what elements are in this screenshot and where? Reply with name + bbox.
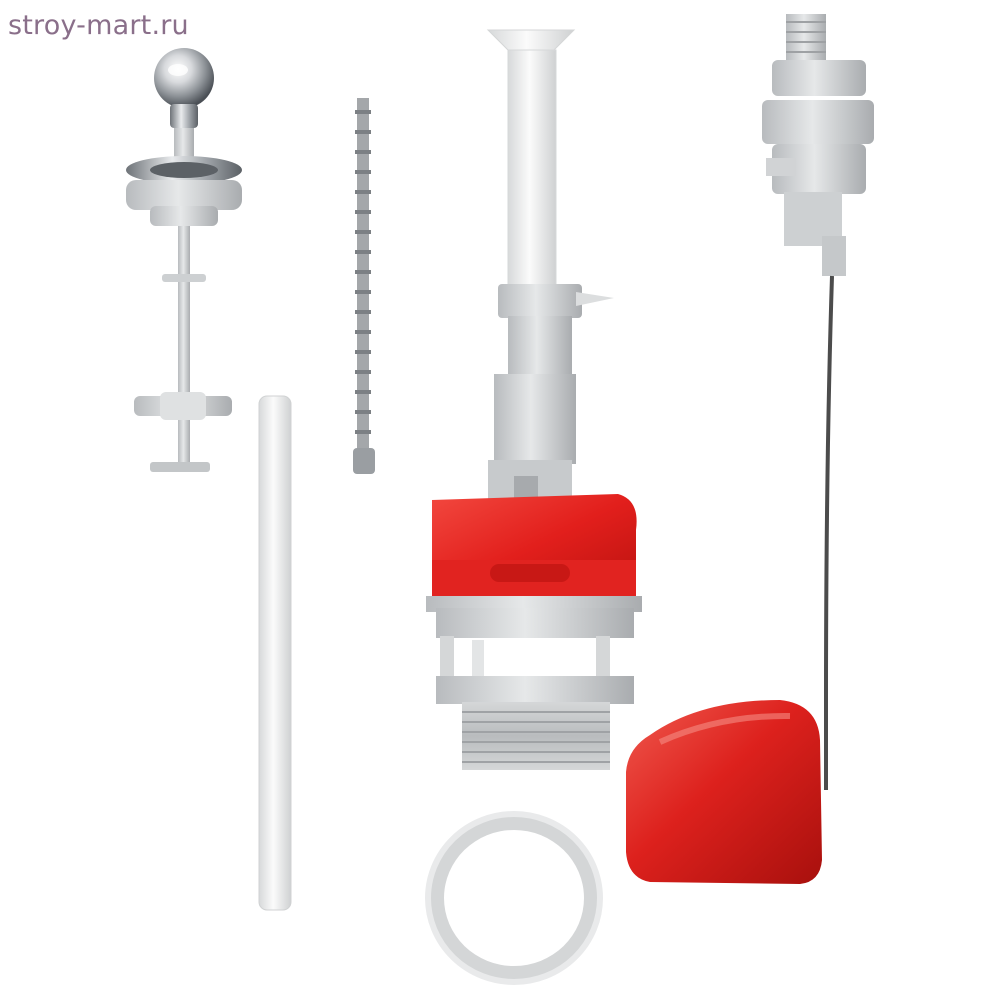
push-button-assembly (126, 48, 242, 472)
chrome-button-ball (154, 48, 214, 108)
fill-valve (762, 14, 874, 276)
watermark-text: stroy-mart.ru (8, 10, 189, 41)
rod-end-clip (150, 462, 210, 472)
overflow-tube (258, 395, 292, 911)
bead-chain (353, 98, 375, 474)
chain-hook (353, 448, 375, 474)
flush-valve (426, 29, 642, 770)
button-collar (126, 180, 242, 210)
float (626, 700, 822, 884)
float-cable (824, 275, 834, 790)
gasket-ring (425, 811, 603, 985)
threaded-base (462, 702, 610, 770)
